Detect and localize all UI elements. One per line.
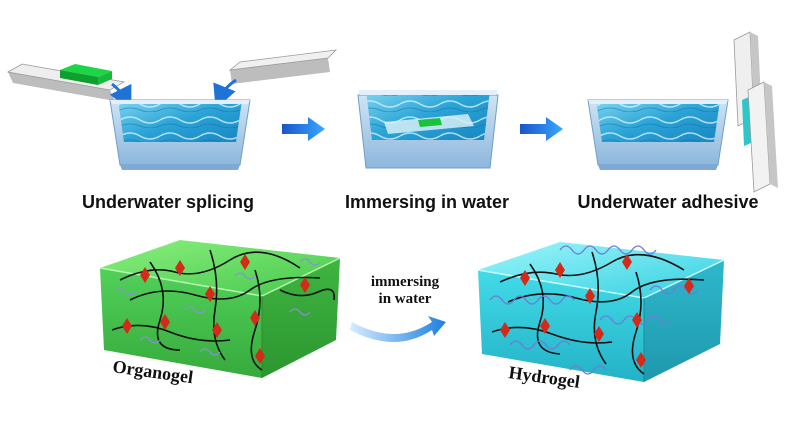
step3-label: Underwater adhesive: [577, 192, 758, 212]
transform-arrow: [350, 316, 446, 342]
arrow-into-tub-left: [109, 82, 132, 111]
hydrogel-side: [644, 260, 724, 382]
step-arrow-1: [282, 117, 325, 141]
organogel-cube: [99, 240, 341, 378]
arrow-caption-line2: in water: [379, 291, 432, 307]
organogel-crosslinks: [122, 254, 310, 364]
organogel-top: [100, 240, 340, 296]
hydrogel-crosslinks: [500, 254, 694, 368]
hydrogel-cube: [477, 242, 725, 382]
step2-immersing-illustration: [357, 90, 499, 169]
adhered-strips: [733, 31, 778, 193]
step1-splicing-illustration: [6, 49, 338, 170]
right-strip: [228, 49, 338, 84]
step1-label: Underwater splicing: [82, 192, 254, 212]
water-tub-1: [109, 99, 251, 170]
submerged-green-patch: [418, 118, 442, 127]
arrow-caption-line1: immersing: [371, 274, 440, 290]
step-arrow-2: [520, 117, 563, 141]
step3-adhesive-illustration: [587, 31, 778, 193]
organogel-solvent-chains: [114, 258, 321, 356]
arrow-into-tub-right: [213, 78, 237, 110]
step2-label: Immersing in water: [345, 192, 509, 212]
organogel-side: [262, 258, 340, 378]
left-strip: [6, 63, 126, 101]
hydrogel-top: [478, 242, 724, 298]
